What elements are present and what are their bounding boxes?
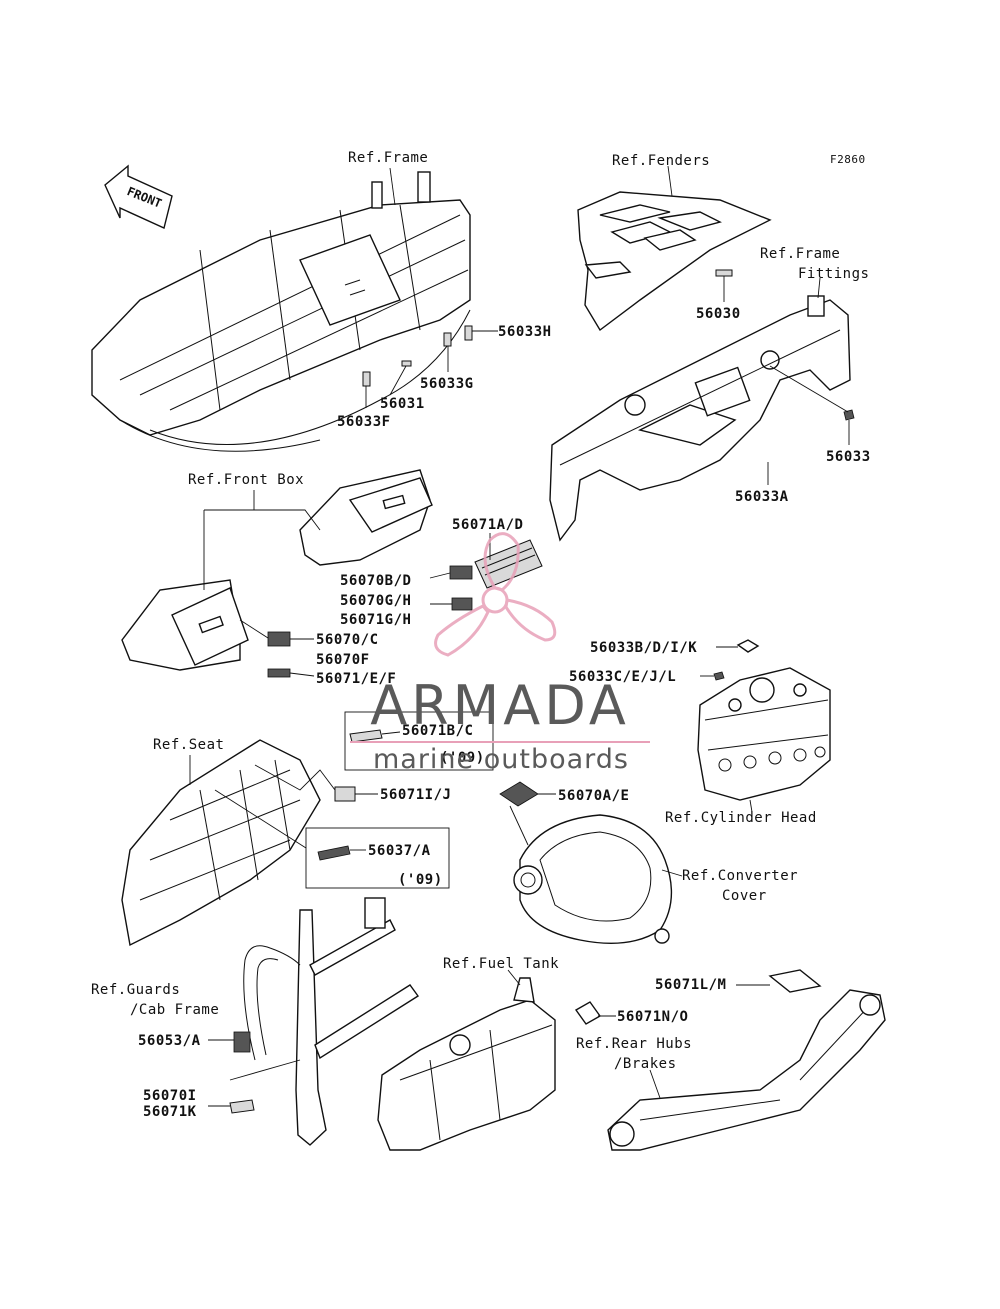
ref-front-box-label: Ref.Front Box xyxy=(188,472,305,488)
figure-code: F2860 xyxy=(830,153,866,166)
part-56071IJ: 56071I/J xyxy=(380,787,452,803)
part-56071NO: 56071N/O xyxy=(617,1009,689,1025)
cab-frame-drawing xyxy=(229,897,420,1146)
part-56070BD: 56070B/D xyxy=(340,573,412,589)
ref-fuel-tank-label: Ref.Fuel Tank xyxy=(443,956,560,972)
part-56071EF: 56071/E/F xyxy=(316,671,397,687)
part-56071LM: 56071L/M xyxy=(655,977,727,993)
ref-cylinder-head-label: Ref.Cylinder Head xyxy=(665,810,817,826)
part-56033A: 56033A xyxy=(735,489,789,505)
ref-guards-label-1: Ref.Guards xyxy=(91,982,181,998)
front-box-drawing xyxy=(121,469,433,671)
part-56033H: 56033H xyxy=(498,324,552,340)
frame-drawing xyxy=(91,171,471,452)
part-56070AE: 56070A/E xyxy=(558,788,630,804)
part-56053A: 56053/A xyxy=(138,1033,201,1049)
year-note-1: ('09) xyxy=(440,750,485,766)
part-56071GH: 56071G/H xyxy=(340,612,412,628)
part-56030: 56030 xyxy=(696,306,741,322)
part-56070F: 56070F xyxy=(316,652,370,668)
fuel-tank-drawing xyxy=(377,969,556,1151)
part-56070C: 56070/C xyxy=(316,632,379,648)
ref-rear-hubs-label-1: Ref.Rear Hubs xyxy=(576,1036,693,1052)
ref-frame-label: Ref.Frame xyxy=(348,150,429,166)
converter-cover-drawing xyxy=(513,814,673,944)
ref-seat-label: Ref.Seat xyxy=(153,737,225,753)
ref-converter-label-2: Cover xyxy=(722,888,767,904)
frame-fittings-drawing xyxy=(549,295,851,542)
watermark-subtitle: marine outboards xyxy=(372,744,629,775)
part-56070I: 56070I xyxy=(143,1088,197,1104)
part-56037A: 56037/A xyxy=(368,843,431,859)
ref-fenders-label: Ref.Fenders xyxy=(612,153,711,169)
cylinder-head-drawing xyxy=(697,667,831,801)
part-56070GH: 56070G/H xyxy=(340,593,412,609)
part-56071AD: 56071A/D xyxy=(452,517,524,533)
part-56031: 56031 xyxy=(380,396,425,412)
fenders-drawing xyxy=(577,165,772,332)
part-56033F: 56033F xyxy=(337,414,391,430)
seat-drawing xyxy=(121,739,336,947)
ref-converter-label-1: Ref.Converter xyxy=(682,868,799,884)
part-56071K: 56071K xyxy=(143,1104,197,1120)
part-56033CEJL: 56033C/E/J/L xyxy=(569,669,677,685)
part-56033G: 56033G xyxy=(420,376,474,392)
ref-rear-hubs-label-2: /Brakes xyxy=(614,1056,677,1072)
front-arrow-icon: FRONT xyxy=(104,164,173,229)
ref-guards-label-2: /Cab Frame xyxy=(130,1002,220,1018)
rear-hubs-drawing xyxy=(607,969,886,1151)
year-note-2: ('09) xyxy=(398,872,443,888)
part-56033: 56033 xyxy=(826,449,871,465)
ref-frame-fittings-label-2: Fittings xyxy=(798,266,870,282)
armada-logo-icon xyxy=(434,532,557,657)
part-56071BC: 56071B/C xyxy=(402,723,474,739)
part-56033BDIK: 56033B/D/I/K xyxy=(590,640,698,656)
ref-frame-fittings-label-1: Ref.Frame xyxy=(760,246,841,262)
watermark-title: ARMADA xyxy=(370,674,630,737)
